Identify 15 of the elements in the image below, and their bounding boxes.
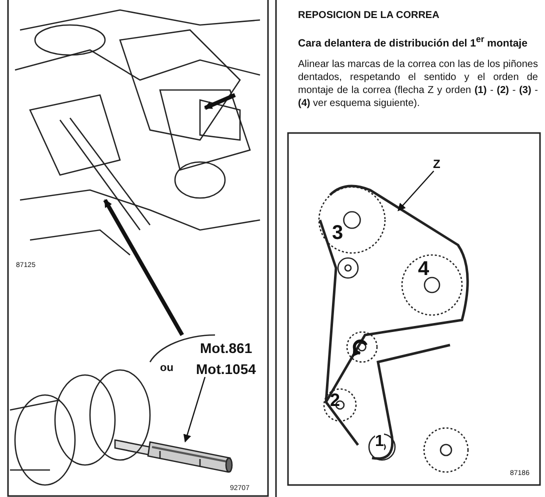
callout-letter: Z xyxy=(433,157,440,171)
callout-number: 3 xyxy=(332,222,344,245)
section-heading: REPOSICION DE LA CORREA xyxy=(298,10,440,21)
leader-line xyxy=(183,376,206,443)
callout-number: 1 xyxy=(375,433,384,451)
callout-number: 2 xyxy=(330,390,340,411)
instruction-text: Alinear las marcas de la correa con las de los piñones dentados, respetando el sentido y el orden de montaje de la correa (flecha Z y orden (1) - (2) - (3) - (4) ver esquema siguiente). xyxy=(298,58,538,110)
arrow xyxy=(103,199,184,336)
tool-reference: Mot.861 xyxy=(200,340,252,356)
tool-reference: Mot.1054 xyxy=(196,361,256,377)
leader-line xyxy=(398,170,434,212)
subheading: Cara delantera de distribución del 1$^{er}$ montaje xyxy=(298,34,528,50)
pin-tool-drawing xyxy=(114,439,233,473)
conjunction-text: ou xyxy=(160,362,174,374)
callout-number: 4 xyxy=(418,258,430,281)
